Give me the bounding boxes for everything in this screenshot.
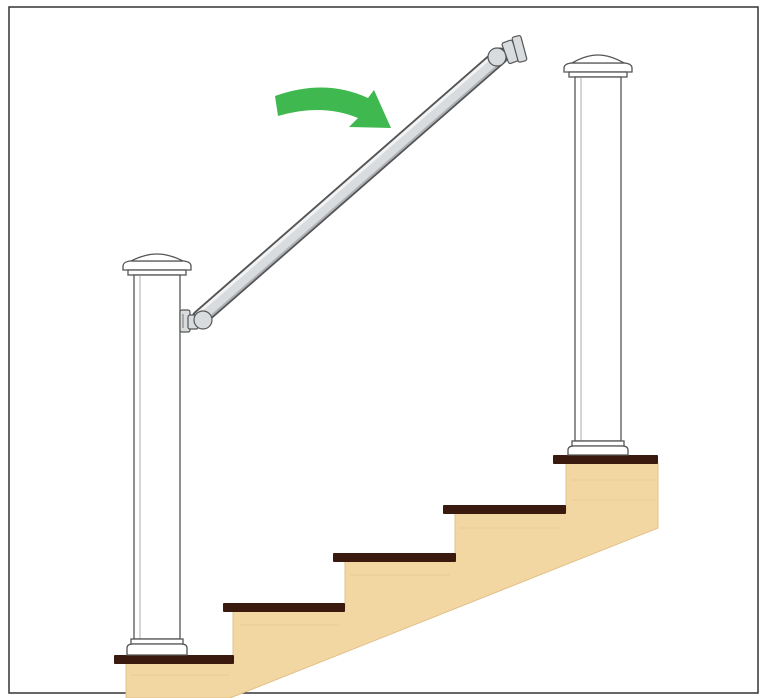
tread-2 bbox=[223, 603, 345, 612]
handrail bbox=[191, 47, 509, 327]
right-post bbox=[563, 54, 633, 456]
lower-rail-bracket bbox=[179, 309, 213, 333]
stair-treads bbox=[114, 455, 658, 664]
tread-5 bbox=[553, 455, 658, 464]
tread-3 bbox=[333, 553, 456, 562]
tread-4 bbox=[443, 505, 566, 514]
left-post bbox=[122, 253, 192, 656]
curved-arrow-icon bbox=[275, 87, 391, 128]
upper-rail-bracket bbox=[487, 34, 528, 67]
wood-grain bbox=[130, 479, 655, 676]
tread-1 bbox=[114, 655, 234, 664]
